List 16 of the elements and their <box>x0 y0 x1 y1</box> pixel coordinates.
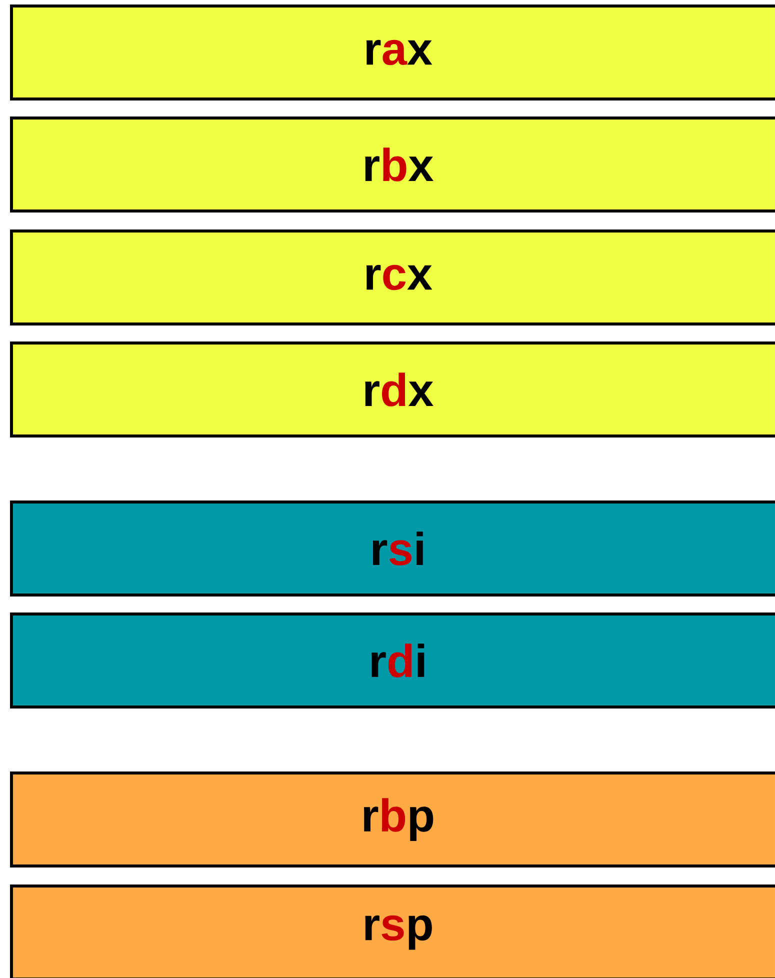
register-name: rdi <box>372 644 424 678</box>
register-box <box>10 772 775 868</box>
register-name: rsi <box>372 532 423 566</box>
register-box <box>10 116 775 212</box>
register-name: rax <box>366 40 432 66</box>
register-name: rbx <box>365 148 434 182</box>
register-box <box>10 884 775 978</box>
register-name: rbp <box>364 798 434 841</box>
register-name: rcx <box>366 264 432 290</box>
register-name: rdx <box>365 372 434 406</box>
register-box <box>10 500 775 596</box>
register-box <box>10 612 775 708</box>
register-box <box>10 4 775 100</box>
register-box <box>10 342 775 438</box>
register-name: rsp <box>365 915 432 950</box>
register-box <box>10 230 775 326</box>
